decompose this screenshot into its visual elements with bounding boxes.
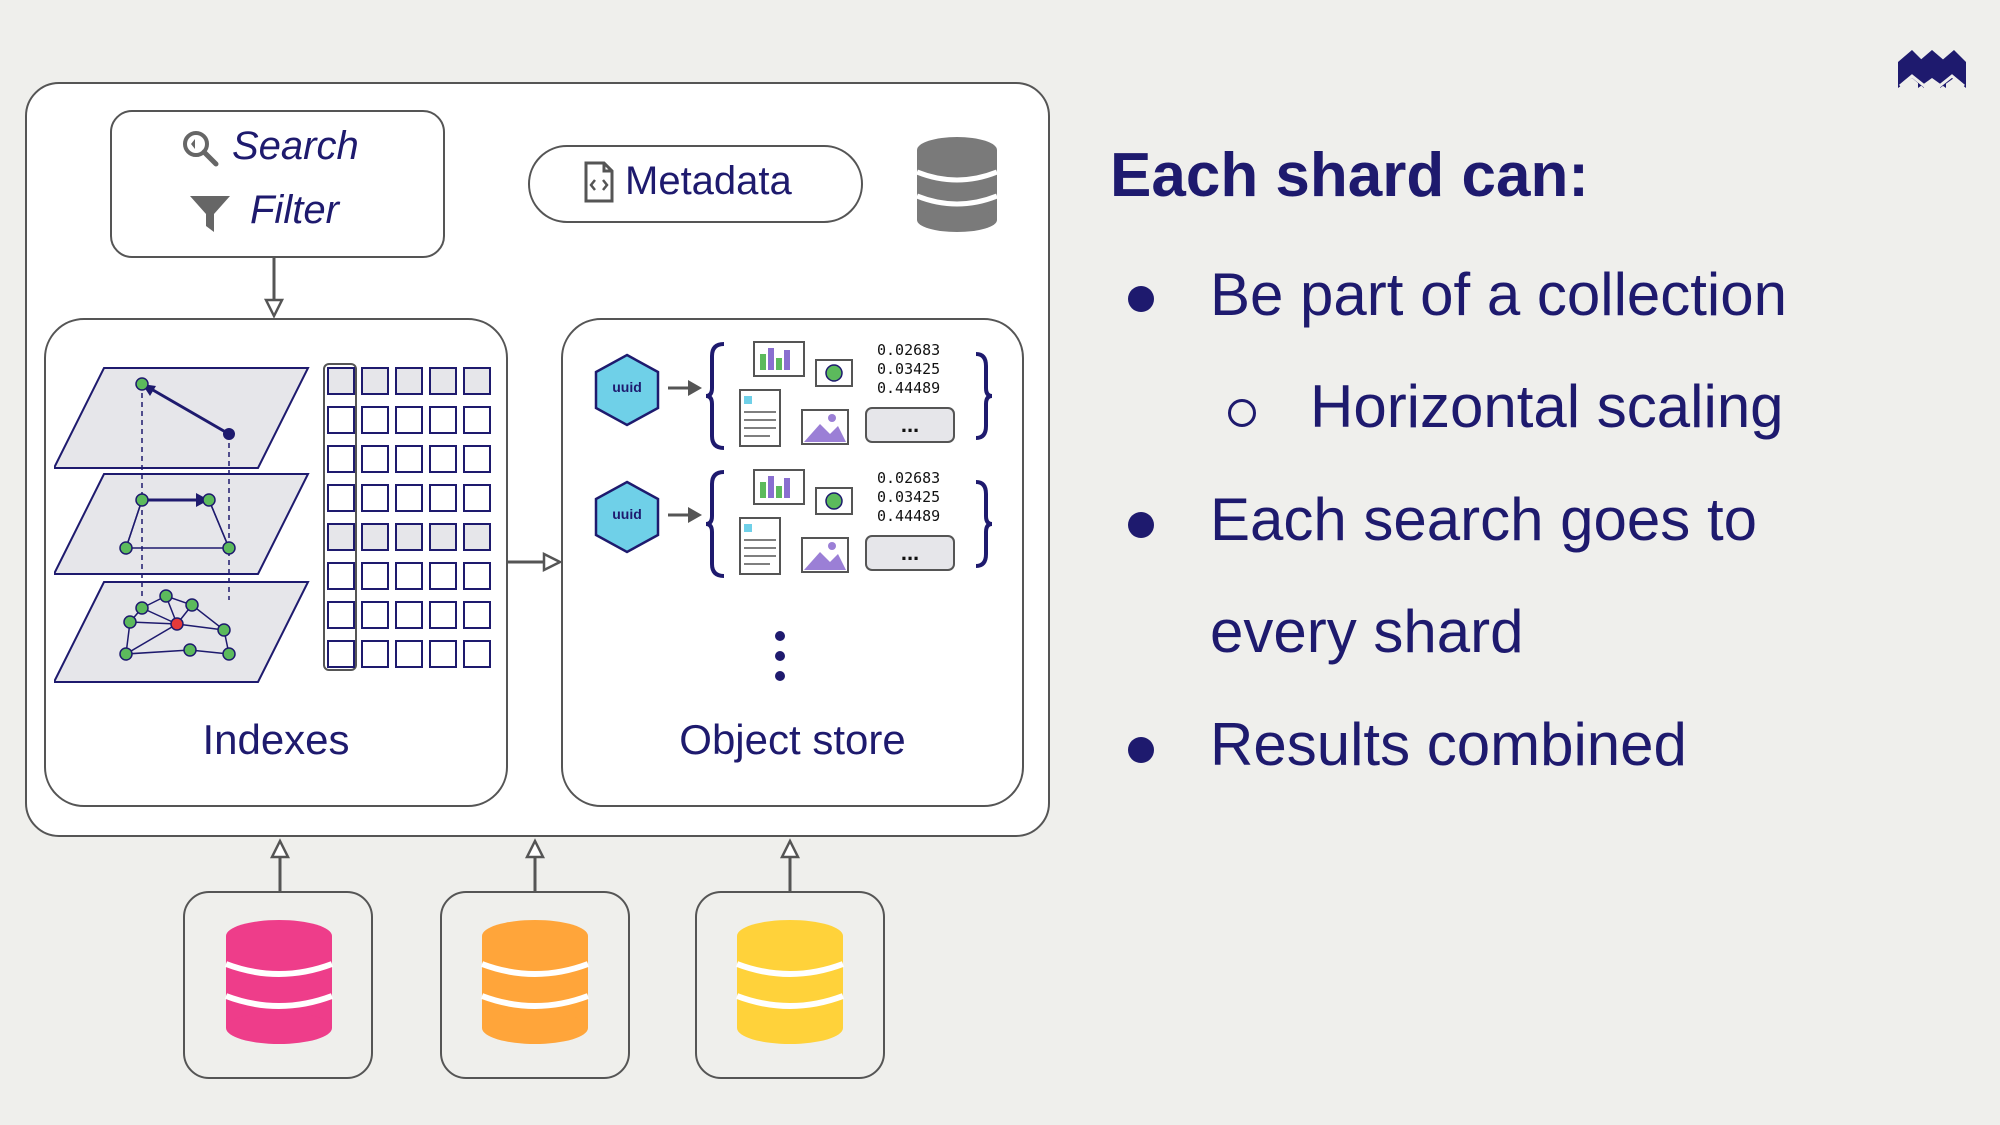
- up-arrow-icon: [269, 838, 291, 893]
- filter-icon: [190, 196, 230, 232]
- index-grid-cell: [463, 562, 491, 590]
- index-grid-cell: [327, 367, 355, 395]
- index-grid-cell: [429, 484, 457, 512]
- index-grid-cell: [327, 484, 355, 512]
- index-grid-cell: [429, 601, 457, 629]
- vertical-ellipsis-icon: [775, 631, 785, 681]
- bullet-item: Each search goes to: [1210, 486, 1758, 553]
- up-arrow-icon: [779, 838, 801, 893]
- object-arrow-icon: [668, 507, 702, 523]
- index-grid-cell: [429, 367, 457, 395]
- vector-value: 0.44489: [877, 507, 941, 525]
- index-grid-cell: [395, 445, 423, 473]
- vector-values: 0.02683 0.03425 0.44489: [877, 341, 940, 398]
- inverted-index-grid: [323, 363, 491, 671]
- bullet-item: Horizontal scaling: [1310, 373, 1784, 440]
- filter-label: Filter: [250, 188, 339, 232]
- index-grid-cell: [395, 406, 423, 434]
- index-grid-cell: [463, 484, 491, 512]
- index-grid-cell: [327, 406, 355, 434]
- index-grid-cell: [361, 562, 389, 590]
- bullet-dot: [1128, 512, 1154, 538]
- bullet-item: every shard: [1210, 598, 1524, 665]
- vector-value: 0.03425: [877, 360, 941, 378]
- vector-values: 0.02683 0.03425 0.44489: [877, 469, 940, 526]
- metadata-label: Metadata: [625, 159, 792, 203]
- ellipsis-label: ...: [900, 412, 920, 437]
- index-grid-cell: [429, 406, 457, 434]
- object-arrow-icon: [668, 380, 702, 396]
- index-grid-cell: [463, 406, 491, 434]
- index-grid-cell: [395, 601, 423, 629]
- uuid-hexagon: [594, 353, 660, 427]
- bullet-item: Results combined: [1210, 711, 1687, 778]
- bullet-item: Be part of a collection: [1210, 261, 1788, 328]
- bullet-ring: [1228, 399, 1256, 427]
- vector-value: 0.03425: [877, 488, 941, 506]
- index-grid-cell: [463, 640, 491, 668]
- object-store-label: Object store: [679, 716, 906, 763]
- search-icon: [183, 131, 219, 167]
- database-icon: [916, 137, 998, 232]
- object-properties-illustration: [706, 469, 993, 578]
- hnsw-graph-illustration: [54, 367, 310, 683]
- index-grid-cell: [361, 523, 389, 551]
- bullet-dot: [1128, 737, 1154, 763]
- indexes-to-objectstore-arrow: [506, 551, 563, 573]
- index-grid-cell: [327, 523, 355, 551]
- indexes-label: Indexes: [202, 716, 350, 763]
- index-grid-cell: [463, 367, 491, 395]
- index-grid-cell: [395, 562, 423, 590]
- ellipsis-label: ...: [900, 540, 920, 565]
- database-icon: [735, 920, 845, 1044]
- index-grid-cell: [361, 640, 389, 668]
- code-file-icon: [584, 161, 614, 203]
- index-grid-cell: [327, 601, 355, 629]
- uuid-label: uuid: [612, 506, 642, 522]
- search-label: Search: [232, 124, 359, 168]
- index-grid-cell: [463, 523, 491, 551]
- index-grid-cell: [361, 484, 389, 512]
- bullet-dot: [1128, 286, 1154, 312]
- uuid-label: uuid: [612, 379, 642, 395]
- object-properties-illustration: [706, 341, 993, 450]
- index-grid-cell: [361, 601, 389, 629]
- index-grid-cell: [395, 484, 423, 512]
- index-grid-cell: [429, 523, 457, 551]
- index-grid-cell: [327, 640, 355, 668]
- index-grid-cell: [395, 640, 423, 668]
- database-icon: [480, 920, 590, 1044]
- index-grid-cell: [463, 601, 491, 629]
- search-to-indexes-arrow: [263, 258, 285, 319]
- up-arrow-icon: [524, 838, 546, 893]
- index-grid-cell: [429, 445, 457, 473]
- vector-value: 0.02683: [877, 341, 941, 359]
- index-grid-cell: [327, 562, 355, 590]
- index-grid-cell: [327, 445, 355, 473]
- vector-value: 0.02683: [877, 469, 941, 487]
- slide-heading: Each shard can:: [1110, 141, 1589, 210]
- database-icon: [224, 920, 334, 1044]
- metadata-box: [528, 145, 863, 223]
- index-grid-cell: [429, 562, 457, 590]
- index-grid-cell: [463, 445, 491, 473]
- search-filter-box: [110, 110, 445, 258]
- index-grid-cell: [395, 367, 423, 395]
- index-grid-cell: [361, 406, 389, 434]
- vector-value: 0.44489: [877, 379, 941, 397]
- brand-logo: [1898, 50, 1966, 94]
- index-grid-cell: [361, 445, 389, 473]
- index-grid-cell: [395, 523, 423, 551]
- index-grid-cell: [429, 640, 457, 668]
- index-grid-cell: [361, 367, 389, 395]
- uuid-hexagon: [594, 480, 660, 554]
